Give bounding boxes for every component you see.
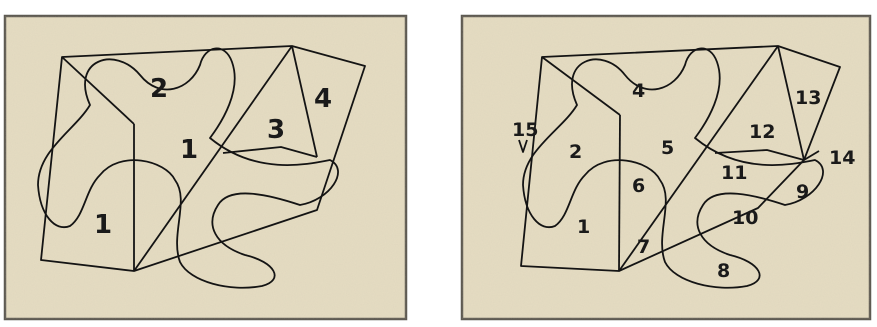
left-diagram-panel: 2 1 3 4 1 bbox=[0, 0, 420, 322]
edge-diagonal-long bbox=[133, 45, 293, 272]
closed-curve bbox=[522, 47, 824, 289]
region-label: 6 bbox=[632, 175, 645, 197]
region-label: 14 bbox=[829, 147, 855, 169]
polygon-outline bbox=[520, 45, 841, 272]
region-label: 11 bbox=[721, 162, 747, 184]
region-label: 4 bbox=[632, 80, 645, 102]
edge-vertical bbox=[618, 114, 621, 272]
edge-crease bbox=[714, 149, 805, 161]
region-label: 7 bbox=[637, 236, 650, 258]
edge-crease bbox=[222, 146, 318, 158]
paper-texture bbox=[462, 16, 870, 319]
right-diagram-panel: 4 13 12 15 2 5 11 14 6 9 10 1 7 8 bbox=[457, 0, 877, 322]
region-label: 1 bbox=[577, 216, 590, 238]
region-label: 15 bbox=[512, 119, 538, 141]
region-label: 5 bbox=[661, 137, 674, 159]
region-label: 9 bbox=[796, 181, 809, 203]
right-diagram: 4 13 12 15 2 5 11 14 6 9 10 1 7 8 bbox=[460, 14, 872, 321]
region-label: 10 bbox=[732, 207, 758, 229]
region-label: 8 bbox=[717, 260, 730, 282]
tick-mark bbox=[803, 150, 820, 161]
region-label: 1 bbox=[94, 210, 112, 240]
closed-curve bbox=[37, 47, 339, 289]
region-label: 13 bbox=[795, 87, 821, 109]
region-label: 2 bbox=[150, 74, 168, 104]
region-label: 12 bbox=[749, 121, 775, 143]
region-label: 3 bbox=[267, 115, 285, 145]
tick-mark bbox=[518, 139, 528, 153]
edge-right-diagonal bbox=[291, 45, 318, 158]
region-label: 2 bbox=[569, 141, 582, 163]
edge-right-diagonal bbox=[777, 45, 805, 161]
edge-ridge bbox=[541, 56, 621, 116]
left-diagram: 2 1 3 4 1 bbox=[3, 14, 408, 321]
edge-diagonal-long bbox=[618, 45, 779, 272]
edge-ridge bbox=[61, 56, 135, 125]
region-label: 1 bbox=[180, 135, 198, 165]
region-label: 4 bbox=[314, 84, 332, 114]
